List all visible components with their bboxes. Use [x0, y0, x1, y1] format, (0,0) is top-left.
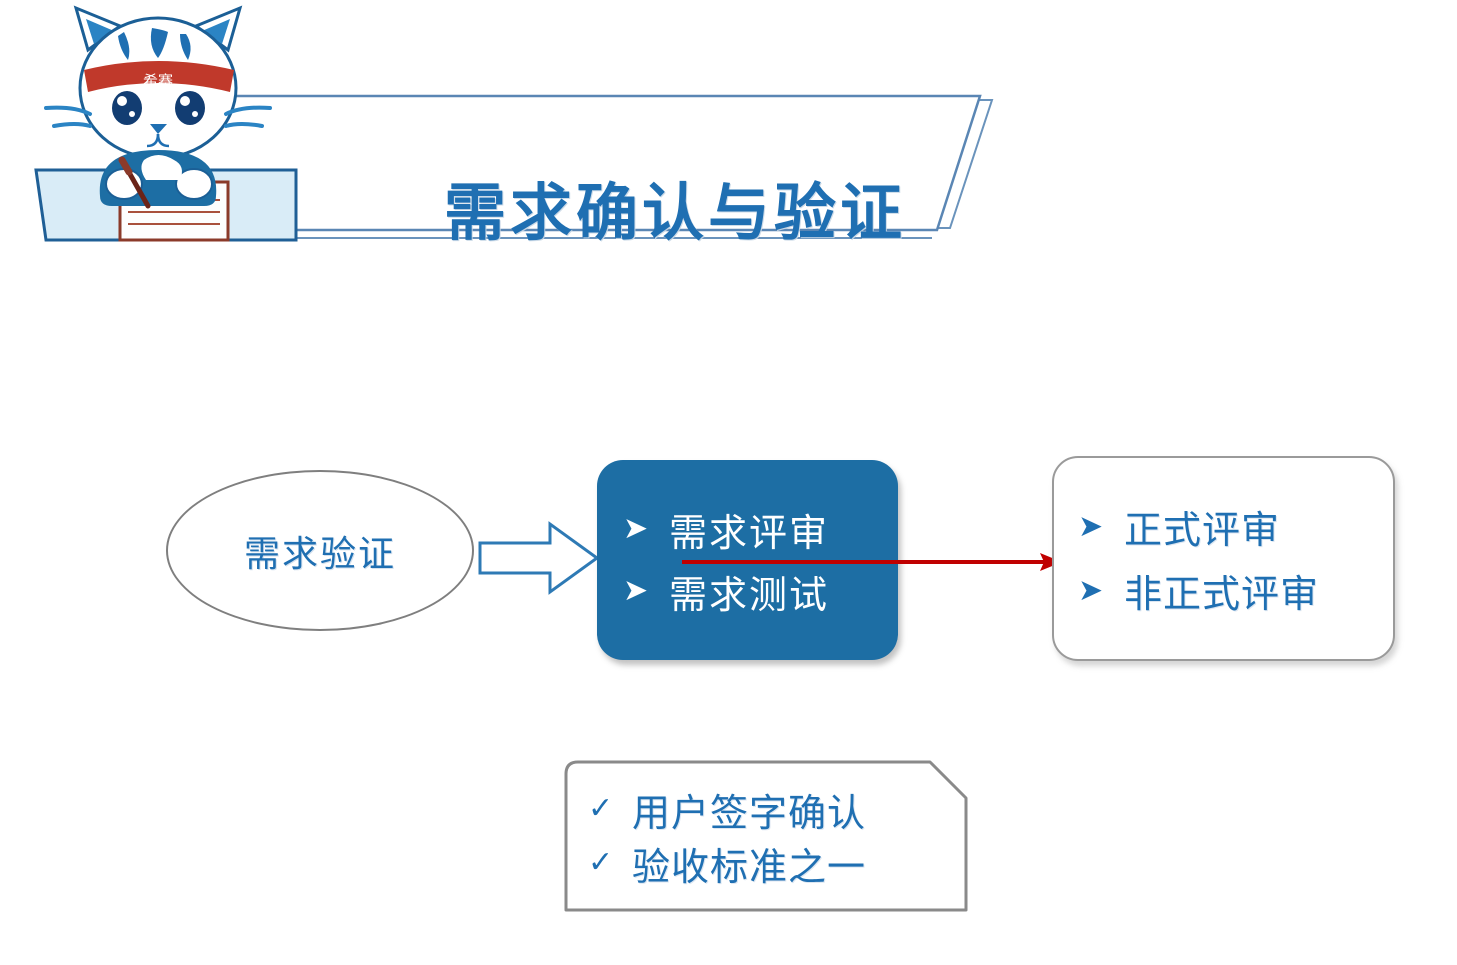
arrow-bullet-icon: ➤ [623, 512, 649, 545]
node-label: 需求验证 [243, 532, 396, 574]
notes-callout[interactable]: ✓ 用户签字确认 ✓ 验收标准之一 [562, 758, 970, 914]
page-title: 需求确认与验证 [443, 179, 906, 248]
mascot-illustration: 希赛 [28, 0, 318, 255]
check-icon: ✓ [588, 846, 614, 879]
title-banner-shape [180, 94, 994, 239]
arrow-bullet-icon: ➤ [1078, 509, 1104, 543]
card-item-label: 需求评审 [669, 512, 830, 555]
mascot-cat-icon: 希赛 [34, 5, 298, 242]
list-item[interactable]: ✓ 用户签字确认 [588, 782, 960, 836]
node-requirement-verification[interactable]: 需求验证 [166, 470, 474, 631]
headband-label: 希赛 [143, 72, 173, 90]
card-item-label: 正式评审 [1124, 510, 1281, 552]
list-item[interactable]: ➤ 非正式评审 [1078, 559, 1393, 623]
list-item[interactable]: ✓ 验收标准之一 [588, 836, 960, 890]
list-item[interactable]: ➤ 正式评审 [1078, 495, 1393, 559]
title-banner: 需求确认与验证 [180, 78, 1000, 253]
card-item-label: 非正式评审 [1124, 574, 1320, 616]
red-arrow-connector-icon [680, 540, 1065, 586]
block-arrow-right-icon [478, 521, 600, 595]
banner-main-shape [180, 94, 982, 232]
arrow-bullet-icon: ➤ [623, 574, 649, 607]
headband-shape [84, 61, 234, 92]
callout-item-label: 验收标准之一 [632, 846, 867, 889]
check-icon: ✓ [588, 792, 614, 825]
callout-shape [564, 760, 968, 912]
card-review-types[interactable]: ➤ 正式评审 ➤ 非正式评审 [1052, 456, 1395, 661]
card-item-label: 需求测试 [669, 574, 830, 617]
callout-item-label: 用户签字确认 [632, 792, 867, 835]
list-item[interactable]: ➤ 需求测试 [623, 560, 898, 622]
card-review-and-test[interactable]: ➤ 需求评审 ➤ 需求测试 [597, 460, 898, 660]
arrow-bullet-icon: ➤ [1078, 573, 1104, 607]
list-item[interactable]: ➤ 需求评审 [623, 498, 898, 560]
